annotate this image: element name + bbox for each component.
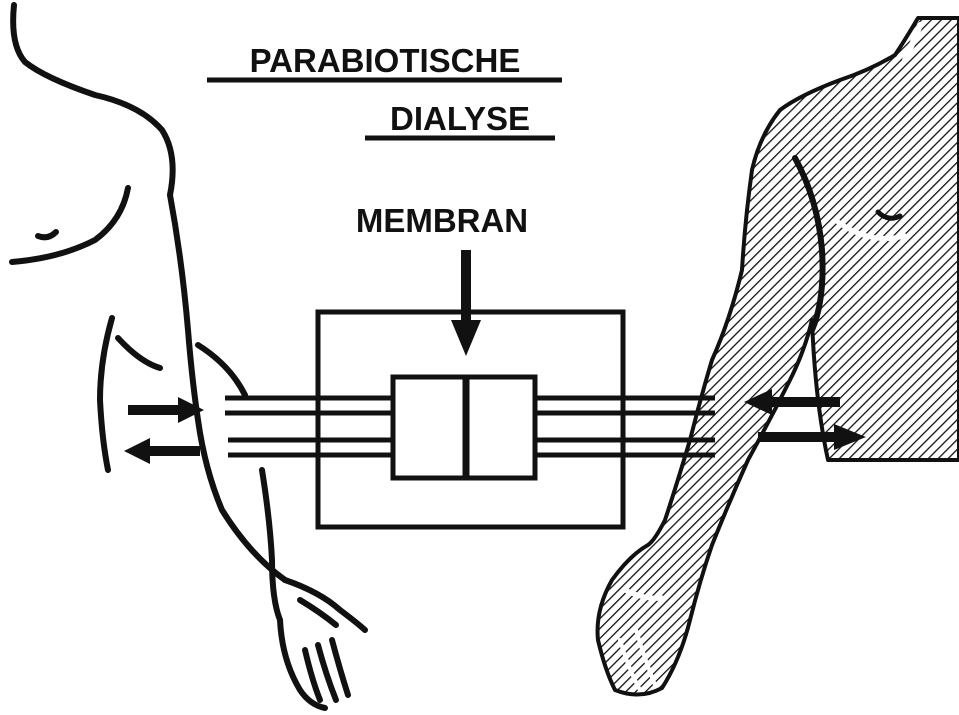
left-elbow: [118, 338, 160, 368]
left-finger-1: [305, 650, 320, 700]
left-finger-3: [332, 640, 348, 695]
title-line-1: PARABIOTISCHE: [250, 42, 521, 79]
right-person: [598, 18, 959, 695]
membrane-label: MEMBRAN: [356, 202, 528, 239]
left-forearm: [262, 470, 280, 620]
left-shoulder-outline: [13, 5, 173, 195]
arrow-left-icon: [124, 438, 200, 464]
left-nipple: [38, 232, 56, 237]
diagram-title: PARABIOTISCHE DIALYSE: [207, 42, 562, 138]
right-person-body: [598, 18, 959, 695]
left-arm-inner: [100, 318, 112, 470]
title-line-2: DIALYSE: [390, 100, 530, 137]
left-person: [12, 5, 365, 708]
left-elbow-crease: [198, 345, 245, 395]
left-wrist: [285, 580, 365, 630]
left-chest-outline: [12, 188, 128, 262]
membrane-pointer-shaft: [461, 250, 471, 322]
